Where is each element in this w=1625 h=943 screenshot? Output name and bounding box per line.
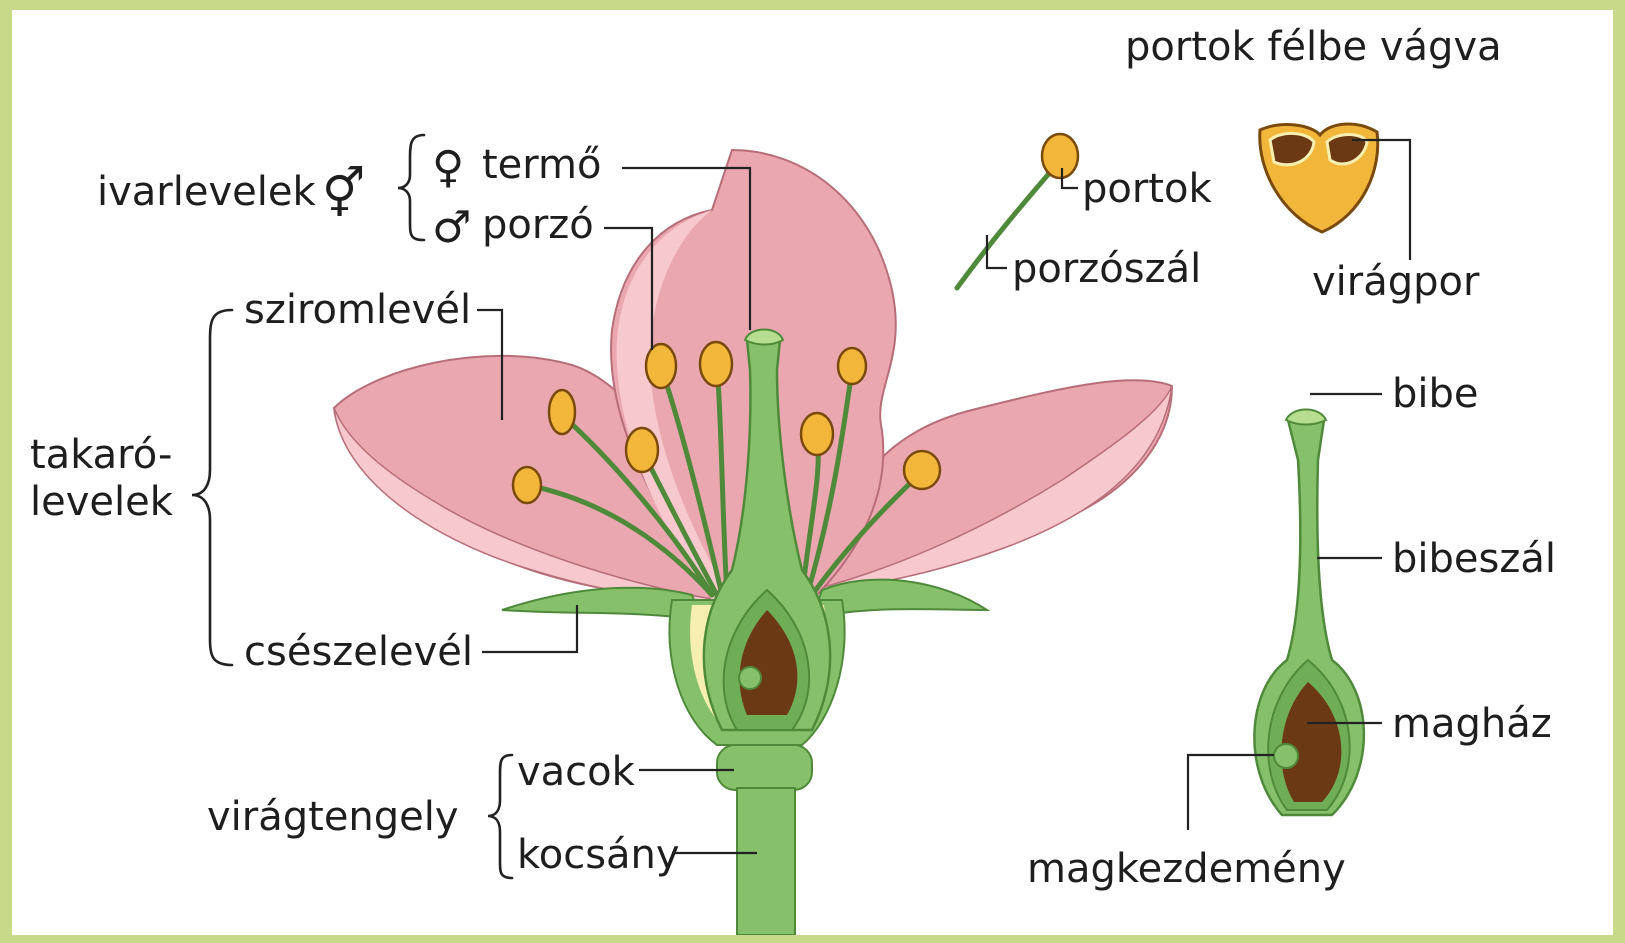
label-pollen: virágpor <box>1312 259 1480 305</box>
label-perianth-line2: levelek <box>30 479 174 525</box>
label-pistil: termő <box>482 142 601 188</box>
flower-diagram: portok félbe vágva ivarlevelek ⚥ ♀ termő… <box>12 10 1613 935</box>
label-sex-organs: ivarlevelek <box>97 169 316 215</box>
label-style: bibeszál <box>1392 536 1556 582</box>
pedicel <box>737 788 795 935</box>
stamen-symbol-icon: ♂ <box>432 202 471 253</box>
label-receptacle: vacok <box>517 749 636 795</box>
brace-flower-axis <box>488 755 512 878</box>
label-stigma: bibe <box>1392 371 1479 417</box>
label-stamen: porzó <box>482 202 594 248</box>
label-ovule: magkezdemény <box>1027 846 1346 892</box>
label-filament: porzószál <box>1012 246 1201 292</box>
brace-sex-organs <box>398 135 424 240</box>
pistil-symbol-icon: ♀ <box>432 142 464 193</box>
label-perianth-line1: takaró- <box>30 432 172 478</box>
brace-perianth <box>192 310 232 665</box>
label-pedicel: kocsány <box>517 832 680 878</box>
label-flower-axis: virágtengely <box>207 794 459 840</box>
label-cut-anther-title: portok félbe vágva <box>1125 24 1502 70</box>
ovule-dot <box>739 667 761 689</box>
label-petal: sziromlevél <box>244 287 471 333</box>
label-ovary: magház <box>1392 701 1552 747</box>
sex-organs-symbol-icon: ⚥ <box>322 166 365 222</box>
diagram-frame: portok félbe vágva ivarlevelek ⚥ ♀ termő… <box>12 10 1613 935</box>
label-sepal: csészelevél <box>244 629 473 675</box>
receptacle <box>717 745 812 790</box>
label-anther: portok <box>1082 166 1212 212</box>
